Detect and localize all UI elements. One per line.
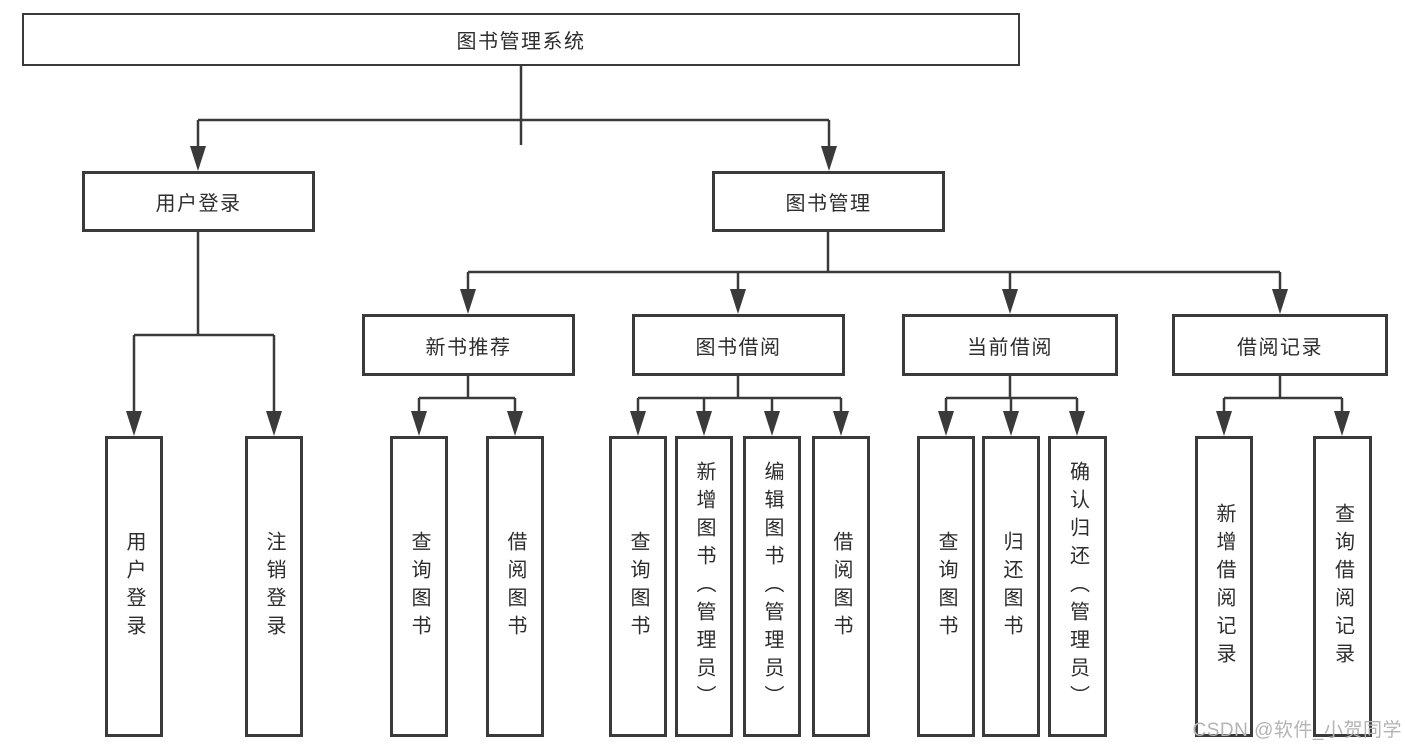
node-current-borrowing: 当前借阅 bbox=[902, 314, 1118, 376]
leaf-label: 编辑图书（管理员） bbox=[761, 460, 783, 713]
connector-bookmgmt-to-level3 bbox=[466, 232, 1282, 291]
leaf-label: 查询图书 bbox=[408, 530, 430, 643]
arrowheads-userlogin-to-leaves bbox=[126, 411, 282, 436]
node-label: 图书管理 bbox=[785, 193, 872, 215]
node-label: 用户登录 bbox=[155, 193, 242, 215]
leaf-borrow-books-recommend: 借阅图书 bbox=[486, 436, 544, 737]
connector-userlogin-to-leaves bbox=[132, 232, 276, 413]
leaf-logout-login: 注销登录 bbox=[245, 436, 303, 737]
leaf-return-book: 归还图书 bbox=[982, 436, 1040, 737]
node-book-borrowing: 图书借阅 bbox=[632, 314, 845, 376]
arrowheads-root-to-level2 bbox=[190, 146, 837, 171]
leaf-label: 查询图书 bbox=[935, 530, 957, 643]
leaf-edit-book-admin: 编辑图书（管理员） bbox=[743, 436, 801, 737]
arrowheads-newbook-to-leaves bbox=[411, 411, 523, 436]
leaf-label: 查询图书 bbox=[627, 530, 649, 643]
arrowheads-borrowrecords-to-leaves bbox=[1216, 411, 1350, 436]
leaf-label: 新增借阅记录 bbox=[1213, 502, 1235, 671]
leaf-label: 借阅图书 bbox=[830, 530, 852, 643]
node-label: 当前借阅 bbox=[967, 336, 1053, 359]
leaf-label: 新增图书（管理员） bbox=[693, 460, 715, 713]
node-library-management-system: 图书管理系统 bbox=[22, 13, 1020, 66]
leaf-label: 确认归还（管理员） bbox=[1066, 460, 1089, 713]
leaf-add-borrow-record: 新增借阅记录 bbox=[1195, 436, 1253, 737]
arrowheads-currentborrow-to-leaves bbox=[938, 411, 1085, 436]
node-borrowing-records: 借阅记录 bbox=[1172, 314, 1388, 376]
node-label: 图书管理系统 bbox=[456, 31, 586, 53]
leaf-query-books-current: 查询图书 bbox=[917, 436, 975, 737]
connector-root-to-level2 bbox=[196, 66, 831, 148]
node-label: 新书推荐 bbox=[425, 336, 512, 359]
leaf-label: 归还图书 bbox=[1000, 530, 1022, 643]
leaf-label: 注销登录 bbox=[263, 530, 285, 643]
leaf-label: 借阅图书 bbox=[504, 530, 526, 643]
leaf-query-borrow-record: 查询借阅记录 bbox=[1313, 436, 1372, 737]
node-user-login: 用户登录 bbox=[82, 171, 315, 232]
connector-currentborrow-to-leaves bbox=[944, 376, 1079, 413]
connector-bookborrow-to-leaves bbox=[636, 376, 843, 413]
leaf-user-login: 用户登录 bbox=[105, 436, 163, 737]
node-new-book-recommendation: 新书推荐 bbox=[362, 314, 575, 376]
arrowheads-bookmgmt-to-level3 bbox=[460, 289, 1288, 314]
leaf-label: 查询借阅记录 bbox=[1331, 502, 1354, 671]
leaf-add-book-admin: 新增图书（管理员） bbox=[675, 436, 733, 737]
leaf-query-books-recommend: 查询图书 bbox=[390, 436, 448, 737]
connector-borrowrecords-to-leaves bbox=[1222, 376, 1344, 413]
node-label: 图书借阅 bbox=[695, 336, 782, 359]
arrowheads-bookborrow-to-leaves bbox=[630, 411, 849, 436]
connector-newbook-to-leaves bbox=[417, 376, 517, 413]
node-book-management: 图书管理 bbox=[712, 171, 945, 232]
leaf-borrow-books-borrow: 借阅图书 bbox=[812, 436, 870, 737]
leaf-label: 用户登录 bbox=[123, 530, 145, 643]
node-label: 借阅记录 bbox=[1237, 336, 1323, 359]
leaf-confirm-return-admin: 确认归还（管理员） bbox=[1048, 436, 1107, 737]
csdn-watermark: CSDN @软件_小贺同学 bbox=[1192, 720, 1402, 741]
leaf-query-books-borrow: 查询图书 bbox=[609, 436, 667, 737]
